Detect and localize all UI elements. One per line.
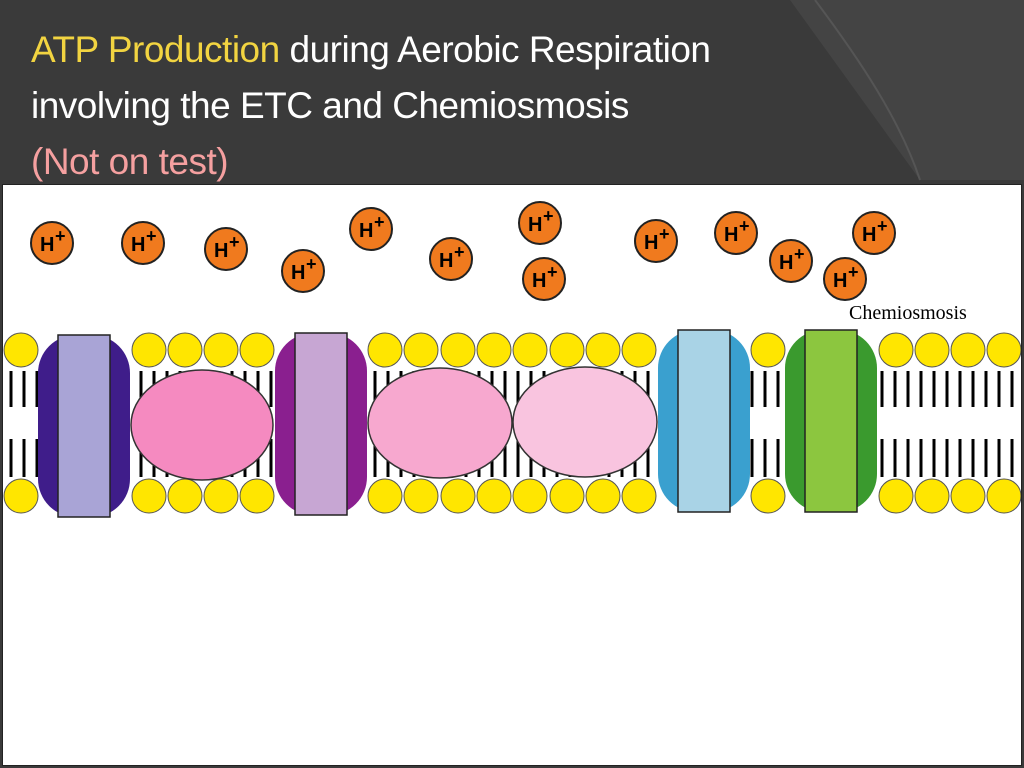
svg-text:H: H — [214, 240, 228, 262]
lipid-head — [549, 478, 585, 514]
svg-text:H: H — [862, 224, 876, 246]
hydrogen-ion: H+ — [769, 239, 813, 283]
lipid-head — [167, 332, 203, 368]
atp-synthase — [785, 329, 877, 513]
protein-complex-2 — [275, 332, 367, 516]
hydrogen-ion: H+ — [121, 221, 165, 265]
hydrogen-ion: H+ — [714, 211, 758, 255]
lipid-head — [403, 332, 439, 368]
title-line-1-rest: during Aerobic Respiration — [279, 29, 711, 70]
title-line-2: involving the ETC and Chemiosmosis — [31, 85, 629, 126]
lipid-head — [367, 332, 403, 368]
svg-text:+: + — [877, 216, 888, 236]
svg-text:H: H — [359, 220, 373, 242]
svg-text:H: H — [779, 252, 793, 274]
title-line-1: ATP Production during Aerobic Respiratio… — [31, 22, 931, 78]
hydrogen-ion: H+ — [349, 207, 393, 251]
svg-text:+: + — [659, 224, 670, 244]
lipid-head — [878, 478, 914, 514]
hydrogen-ion: H+ — [518, 201, 562, 245]
svg-text:+: + — [229, 232, 240, 252]
svg-text:+: + — [543, 206, 554, 226]
lipid-head — [750, 332, 786, 368]
membrane-diagram: H+H+H+H+H+H+H+H+H+H+H+H+H+ Chemiosmosis — [3, 201, 1021, 518]
chemiosmosis-label: Chemiosmosis — [849, 302, 967, 324]
lipid-head — [476, 332, 512, 368]
lipid-head — [3, 332, 39, 368]
lipid-head — [585, 478, 621, 514]
svg-text:H: H — [439, 250, 453, 272]
hydrogen-ion: H+ — [429, 237, 473, 281]
lipid-head — [403, 478, 439, 514]
protein-complex-3 — [658, 329, 750, 513]
hydrogen-ion: H+ — [204, 227, 248, 271]
svg-text:+: + — [374, 212, 385, 232]
svg-text:+: + — [547, 262, 558, 282]
lipid-head — [914, 332, 950, 368]
svg-text:H: H — [131, 234, 145, 256]
lipid-head — [512, 478, 548, 514]
lipid-head — [131, 478, 167, 514]
svg-text:+: + — [55, 226, 66, 246]
lipid-head — [621, 478, 657, 514]
carrier-protein-1 — [130, 369, 274, 481]
lipid-head — [239, 478, 275, 514]
lipid-head — [750, 478, 786, 514]
lipid-head — [203, 478, 239, 514]
svg-text:+: + — [306, 254, 317, 274]
svg-text:H: H — [291, 262, 305, 284]
hydrogen-ion: H+ — [30, 221, 74, 265]
svg-text:H: H — [833, 270, 847, 292]
hydrogen-ion: H+ — [634, 219, 678, 263]
lipid-head — [621, 332, 657, 368]
svg-text:+: + — [848, 262, 859, 282]
lipid-head — [585, 332, 621, 368]
protein-complex-1 — [38, 334, 130, 518]
svg-text:H: H — [724, 224, 738, 246]
svg-text:H: H — [528, 214, 542, 236]
lipid-head — [440, 332, 476, 368]
lipid-head — [440, 478, 476, 514]
lipid-heads — [3, 332, 1021, 514]
hydrogen-ion: H+ — [823, 257, 867, 301]
title-highlight: ATP Production — [31, 29, 280, 70]
lipid-head — [549, 332, 585, 368]
lipid-head — [131, 332, 167, 368]
svg-text:+: + — [739, 216, 750, 236]
lipid-head — [367, 478, 403, 514]
hydrogen-ion: H+ — [522, 257, 566, 301]
lipid-head — [476, 478, 512, 514]
lipid-head — [914, 478, 950, 514]
lipid-head — [512, 332, 548, 368]
title-note: (Not on test) — [31, 141, 229, 182]
lipid-head — [3, 478, 39, 514]
lipid-head — [878, 332, 914, 368]
lipid-head — [950, 478, 986, 514]
carrier-protein-3 — [512, 366, 658, 478]
lipid-head — [203, 332, 239, 368]
lipid-head — [167, 478, 203, 514]
svg-text:+: + — [454, 242, 465, 262]
carrier-protein-2 — [367, 367, 513, 479]
lipid-head — [239, 332, 275, 368]
hydrogen-ion: H+ — [281, 249, 325, 293]
svg-text:+: + — [794, 244, 805, 264]
svg-text:H: H — [40, 234, 54, 256]
lipid-head — [986, 332, 1021, 368]
lipid-head — [950, 332, 986, 368]
diagram-panel: H+H+H+H+H+H+H+H+H+H+H+H+H+ Chemiosmosis — [2, 184, 1022, 766]
svg-text:H: H — [532, 270, 546, 292]
lipid-head — [986, 478, 1021, 514]
hydrogen-ion: H+ — [852, 211, 896, 255]
svg-text:H: H — [644, 232, 658, 254]
slide-title: ATP Production during Aerobic Respiratio… — [31, 22, 931, 190]
svg-text:+: + — [146, 226, 157, 246]
hydrogen-ions: H+H+H+H+H+H+H+H+H+H+H+H+H+ — [30, 201, 896, 301]
